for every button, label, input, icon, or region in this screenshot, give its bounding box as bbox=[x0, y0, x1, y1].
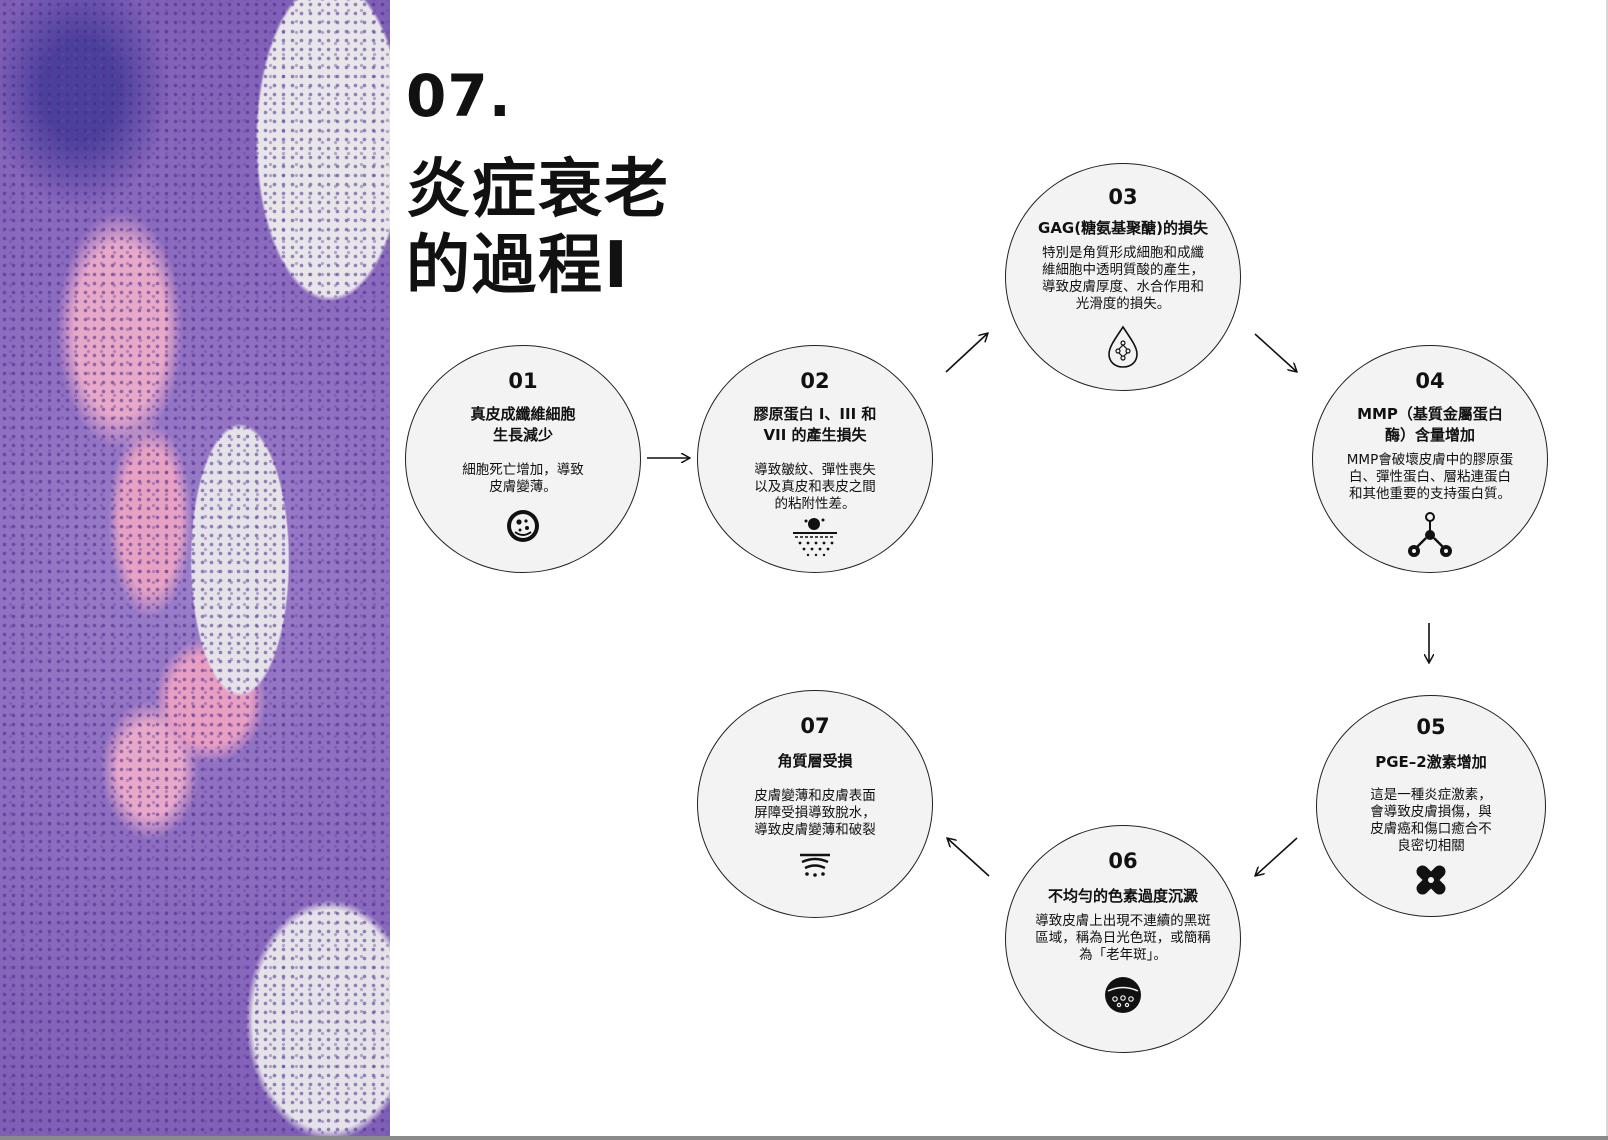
step-heading: PGE–2激素增加 bbox=[1375, 753, 1487, 771]
step-06-circle: 06 不均勻的色素過度沉澱 導致皮膚上出現不連續的黑斑 區域，稱為日光色斑，或簡… bbox=[1005, 825, 1241, 1053]
step-number: 06 bbox=[1108, 849, 1138, 873]
step-number: 03 bbox=[1108, 185, 1138, 209]
step-heading: 不均勻的色素過度沉澱 bbox=[1047, 887, 1198, 905]
arrow-06-07 bbox=[947, 838, 990, 877]
page-title: 炎症衰老 的過程I bbox=[406, 153, 670, 303]
pigment-icon bbox=[1104, 976, 1142, 1018]
section-number: 07. bbox=[406, 62, 512, 130]
step-07-circle: 07 角質層受損 皮膚變薄和皮膚表面 屏障受損導致脫水， 導致皮膚變薄和破裂 bbox=[697, 690, 933, 918]
step-heading: GAG(糖氨基聚醣)的損失 bbox=[1038, 219, 1208, 237]
step-heading: 角質層受損 bbox=[777, 752, 853, 770]
bandage-icon bbox=[1412, 861, 1450, 903]
step-number: 07 bbox=[800, 714, 830, 738]
step-03-circle: 03 GAG(糖氨基聚醣)的損失 特別是角質形成細胞和成纖 維細胞中透明質酸的產… bbox=[1005, 163, 1241, 391]
step-description: 這是一種炎症激素， 會導致皮膚損傷，與 皮膚癌和傷口癒合不 良密切相關 bbox=[1370, 787, 1492, 854]
step-04-circle: 04 MMP（基質金屬蛋白 酶）含量增加 MMP會破壞皮膚中的膠原蛋 白、彈性蛋… bbox=[1312, 345, 1548, 573]
droplet-molecule-icon bbox=[1105, 325, 1141, 373]
step-description: 細胞死亡增加，導致 皮膚變薄。 bbox=[462, 462, 584, 495]
step-number: 05 bbox=[1416, 715, 1446, 739]
step-description: 特別是角質形成細胞和成纖 維細胞中透明質酸的產生， 導致皮膚厚度、水合作用和 光… bbox=[1042, 245, 1204, 312]
skin-layer-icon bbox=[790, 515, 840, 563]
step-description: MMP會破壞皮膚中的膠原蛋 白、彈性蛋白、層粘連蛋白 和其他重要的支持蛋白質。 bbox=[1346, 452, 1514, 502]
arrow-02-03 bbox=[945, 333, 988, 373]
step-number: 01 bbox=[508, 369, 538, 393]
bottom-divider bbox=[0, 1136, 1608, 1140]
step-description: 皮膚變薄和皮膚表面 屏障受損導致脫水， 導致皮膚變薄和破裂 bbox=[754, 788, 876, 838]
skin-barrier-icon bbox=[798, 849, 832, 883]
step-02-circle: 02 膠原蛋白 I、III 和 VII 的產生損失 導致皺紋、彈性喪失 以及真皮… bbox=[697, 345, 933, 573]
step-05-circle: 05 PGE–2激素增加 這是一種炎症激素， 會導致皮膚損傷，與 皮膚癌和傷口癒… bbox=[1316, 695, 1546, 917]
step-number: 02 bbox=[800, 369, 830, 393]
right-edge bbox=[1606, 0, 1608, 1136]
step-heading: 膠原蛋白 I、III 和 VII 的產生損失 bbox=[753, 405, 877, 444]
cell-icon bbox=[505, 508, 541, 548]
arrow-03-04 bbox=[1254, 333, 1297, 372]
step-description: 導致皺紋、彈性喪失 以及真皮和表皮之間 的粘附性差。 bbox=[754, 462, 876, 512]
histology-image bbox=[0, 0, 390, 1136]
step-heading: MMP（基質金屬蛋白 酶）含量增加 bbox=[1357, 405, 1503, 444]
arrow-05-06 bbox=[1255, 837, 1298, 876]
step-heading: 真皮成纖維細胞 生長減少 bbox=[470, 405, 576, 444]
step-01-circle: 01 真皮成纖維細胞 生長減少 細胞死亡增加，導致 皮膚變薄。 bbox=[405, 345, 641, 573]
step-description: 導致皮膚上出現不連續的黑斑 區域，稱為日光色斑，或簡稱 為「老年斑」。 bbox=[1035, 913, 1211, 963]
step-number: 04 bbox=[1415, 369, 1445, 393]
molecule-icon bbox=[1406, 511, 1454, 563]
